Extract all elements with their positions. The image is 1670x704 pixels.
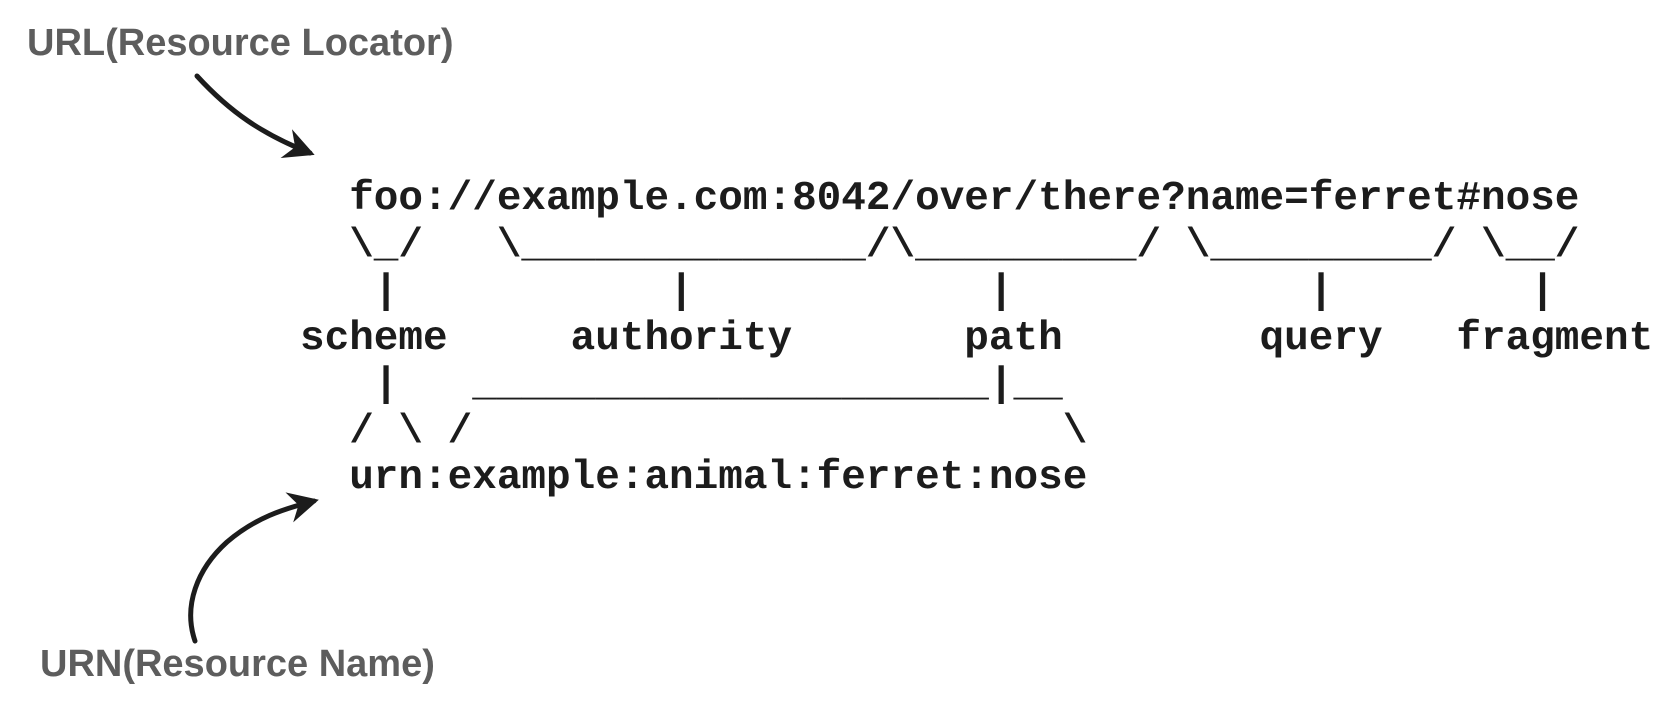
uri-ascii-diagram: foo://example.com:8042/over/there?name=f… — [300, 176, 1654, 501]
url-arrow-icon — [194, 73, 315, 159]
urn-annotation-label: URN(Resource Name) — [40, 643, 435, 685]
url-annotation-label: URL(Resource Locator) — [27, 22, 454, 64]
urn-arrow-icon — [188, 492, 319, 644]
